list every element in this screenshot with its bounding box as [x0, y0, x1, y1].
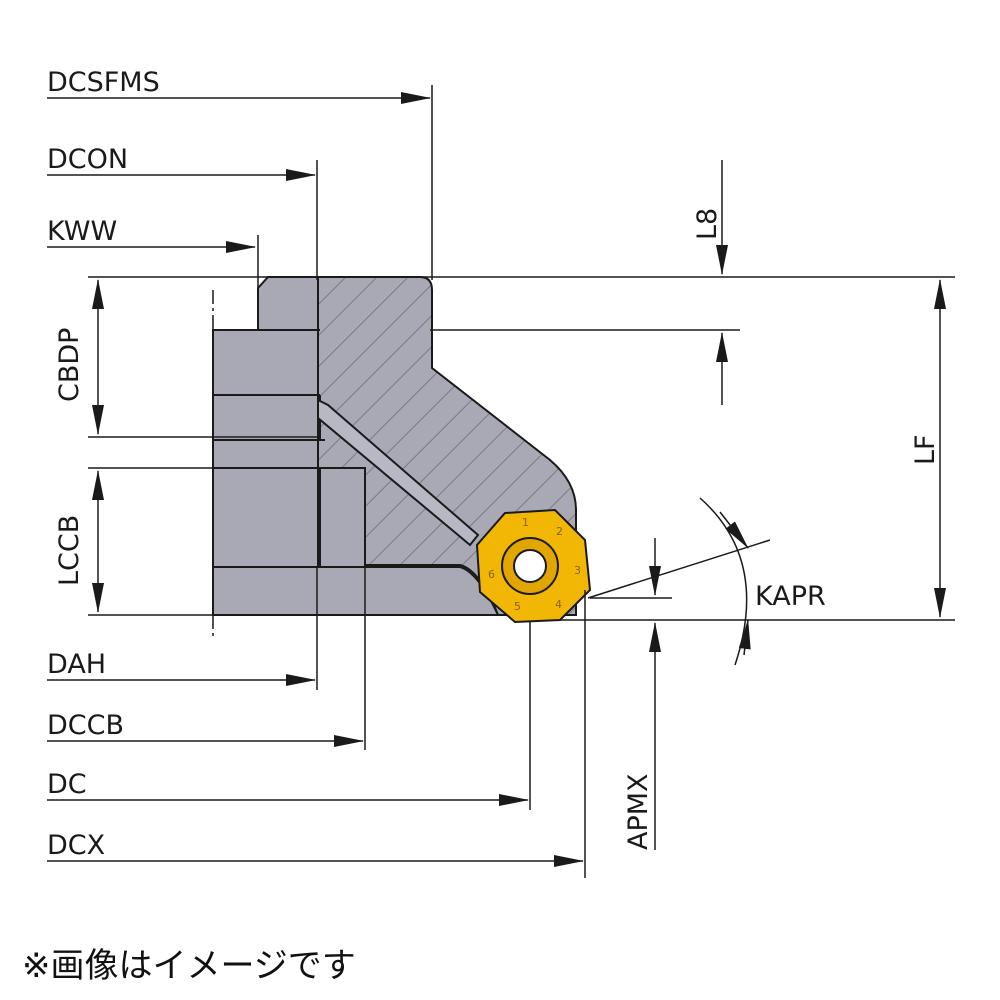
label-dcx: DCX: [47, 830, 105, 861]
label-dcsfms: DCSFMS: [47, 67, 160, 98]
label-lf: LF: [910, 434, 941, 465]
label-kww: KWW: [47, 216, 117, 247]
svg-text:1: 1: [522, 516, 529, 529]
svg-text:6: 6: [488, 568, 495, 581]
coolant-channel: [317, 398, 480, 547]
bore-pocket: [319, 467, 366, 568]
insert: 1 2 3 4 5 6: [475, 508, 592, 624]
label-dah: DAH: [47, 649, 106, 680]
cutter-flange: [212, 566, 500, 616]
label-dc: DC: [47, 769, 87, 800]
svg-text:5: 5: [514, 600, 521, 613]
label-l8: L8: [692, 208, 723, 240]
label-dccb: DCCB: [47, 710, 124, 741]
label-kapr: KAPR: [755, 581, 826, 612]
label-cbdp: CBDP: [54, 328, 85, 402]
svg-text:2: 2: [556, 525, 563, 538]
label-lccb: LCCB: [54, 515, 85, 586]
dimension-lines: [47, 85, 955, 878]
svg-text:4: 4: [555, 598, 562, 611]
label-apmx: APMX: [623, 773, 654, 850]
image-disclaimer-note: ※画像はイメージです: [22, 946, 356, 986]
svg-text:3: 3: [574, 564, 581, 577]
label-dcon: DCON: [47, 144, 128, 175]
cutter-body: [212, 276, 319, 616]
